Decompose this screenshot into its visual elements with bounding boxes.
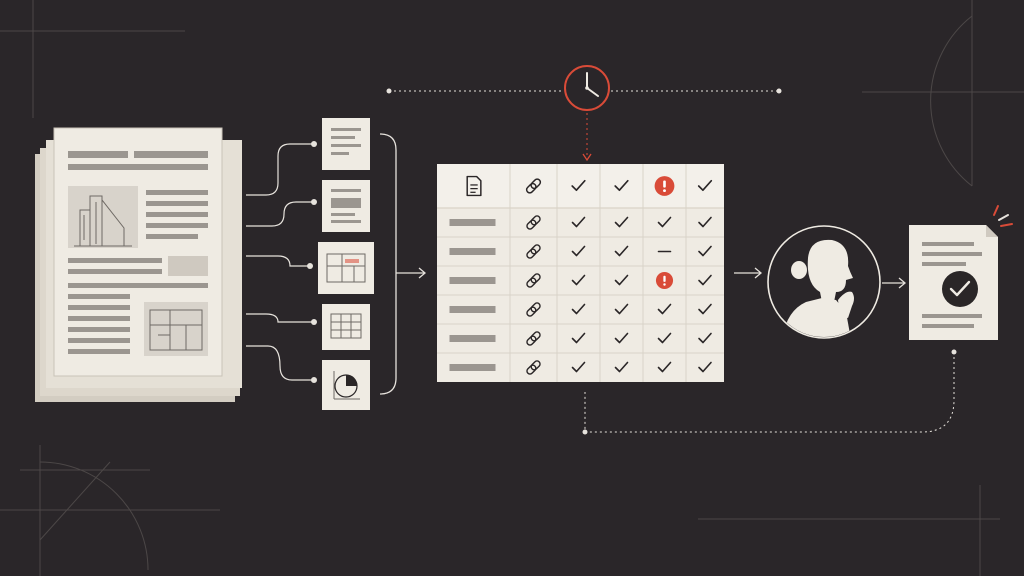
- reviewer-to-output-arrow: [882, 277, 907, 289]
- row-label-placeholder: [449, 219, 496, 226]
- row-label-placeholder: [449, 364, 496, 371]
- check-icon: [698, 332, 712, 344]
- table-header-check-icon: [697, 179, 713, 192]
- check-icon: [614, 332, 629, 344]
- check-icon: [698, 303, 712, 315]
- table-row: [449, 302, 712, 317]
- table-header-check-icon: [614, 179, 629, 192]
- link-icon: [526, 360, 541, 375]
- chart-snippet: [322, 360, 370, 410]
- source-document-content: [68, 151, 208, 356]
- row-label-placeholder: [449, 277, 496, 284]
- check-icon: [698, 274, 712, 286]
- source-document-stack: [35, 127, 242, 402]
- table-row: [449, 331, 712, 346]
- check-icon: [698, 216, 712, 228]
- check-icon: [698, 245, 712, 257]
- check-icon: [571, 245, 586, 257]
- link-icon: [526, 215, 541, 230]
- row-label-placeholder: [449, 248, 496, 255]
- row-label-placeholder: [449, 306, 496, 313]
- check-icon: [657, 216, 672, 228]
- row-label-placeholder: [449, 335, 496, 342]
- bracket-arrow: [379, 133, 427, 395]
- link-icon: [526, 331, 541, 346]
- person-thinking-icon: [767, 225, 881, 339]
- table-header-link-icon: [525, 178, 542, 194]
- feedback-loop: [582, 349, 957, 435]
- check-icon: [657, 361, 672, 373]
- validation-table: [437, 164, 724, 382]
- connector-dots: [307, 141, 317, 383]
- check-icon: [614, 245, 629, 257]
- extracted-snippets: [318, 118, 374, 410]
- check-icon: [571, 303, 586, 315]
- check-icon: [571, 274, 586, 286]
- check-icon: [657, 332, 672, 344]
- check-icon: [657, 303, 672, 315]
- check-icon: [614, 361, 629, 373]
- table-row: [449, 244, 712, 259]
- approved-document: [909, 205, 1013, 340]
- table-header-check-icon: [571, 179, 586, 192]
- alert-icon: [655, 271, 674, 290]
- check-icon: [571, 332, 586, 344]
- grid-snippet: [322, 304, 370, 350]
- timer-connector: [386, 88, 782, 162]
- table-row: [449, 360, 712, 375]
- table-row: [449, 215, 712, 230]
- link-icon: [526, 273, 541, 288]
- text-snippet: [322, 118, 370, 170]
- link-icon: [526, 302, 541, 317]
- check-circle-icon: [942, 271, 978, 307]
- link-icon: [526, 244, 541, 259]
- check-icon: [698, 361, 712, 373]
- drawing-snippet: [318, 242, 374, 294]
- check-icon: [571, 216, 586, 228]
- building-sketch: [74, 195, 132, 247]
- floorplan-sketch: [149, 309, 203, 351]
- table-to-reviewer-arrow: [734, 267, 763, 279]
- check-icon: [614, 303, 629, 315]
- check-icon: [571, 361, 586, 373]
- check-icon: [614, 216, 629, 228]
- table-header-document-icon: [466, 175, 482, 197]
- table-row: [449, 271, 712, 290]
- form-snippet: [322, 180, 370, 232]
- check-icon: [614, 274, 629, 286]
- snippet-connectors: [246, 143, 314, 381]
- sparkle-icon: [993, 205, 1013, 227]
- table-header-alert-icon: [654, 176, 675, 196]
- clock-icon: [564, 65, 610, 111]
